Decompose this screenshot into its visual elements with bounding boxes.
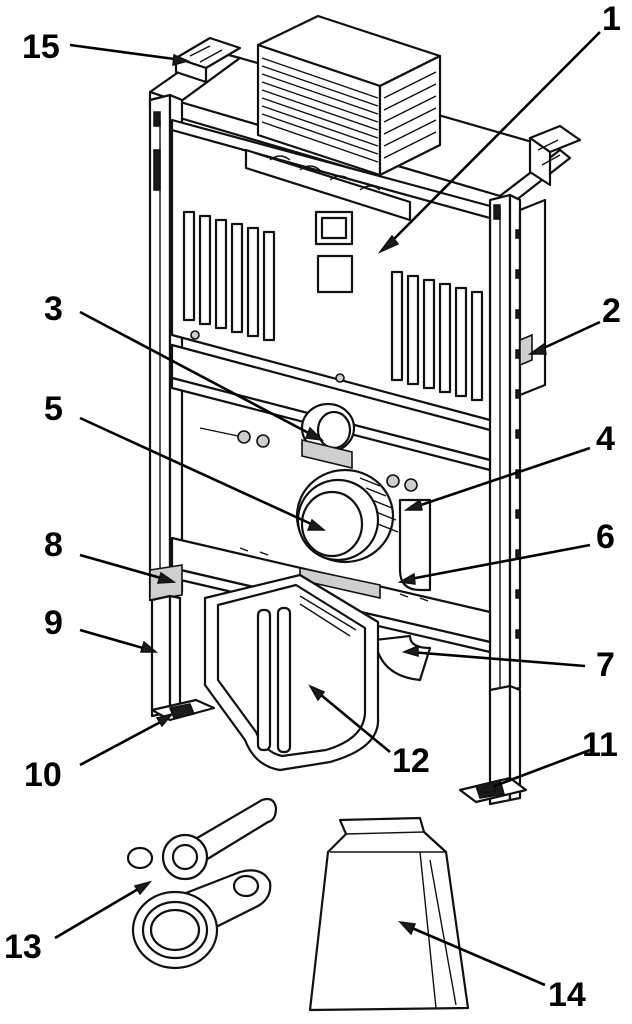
callout-15: 15 [22, 28, 60, 66]
leader-14 [404, 923, 546, 987]
vent-slots-left [182, 210, 276, 342]
callout-5: 5 [44, 390, 63, 428]
leader-11 [483, 748, 591, 792]
leader-15 [69, 43, 183, 62]
leader-5 [79, 416, 321, 530]
callout-1: 1 [602, 0, 621, 38]
packaging-bag [308, 816, 470, 1012]
flush-pipe [398, 498, 432, 592]
drain-bend [373, 634, 432, 682]
leader-12 [314, 688, 391, 754]
callout-14: 14 [548, 976, 586, 1014]
leader-4 [411, 446, 591, 510]
vent-slots-right [390, 270, 484, 402]
leader-3 [79, 310, 319, 440]
leader-2 [534, 320, 601, 354]
accessory-pipes [126, 797, 278, 970]
callout-11: 11 [582, 726, 618, 764]
callout-3: 3 [44, 290, 63, 328]
frame-right-upright [488, 193, 522, 697]
top-bracket-right [528, 124, 582, 187]
callout-4: 4 [596, 420, 615, 458]
cistern-windows [314, 210, 354, 294]
callout-labels: 1 2 3 4 5 6 7 8 9 10 11 12 13 14 15 [4, 0, 621, 1014]
callout-8: 8 [44, 526, 63, 564]
callout-12: 12 [392, 742, 430, 780]
leader-13 [54, 883, 146, 940]
callout-9: 9 [44, 604, 63, 642]
top-bracket-left [174, 36, 242, 84]
callout-10: 10 [24, 756, 62, 794]
leg-extension-left [150, 594, 182, 718]
leader-lines [54, 31, 601, 987]
callout-6: 6 [596, 518, 615, 556]
leg-extension-right [488, 684, 522, 806]
fin-stripes [261, 57, 437, 163]
water-inlet-connector [300, 402, 356, 470]
callout-7: 7 [596, 646, 615, 684]
leader-10 [79, 716, 169, 767]
leader-7 [409, 650, 586, 668]
flush-actuator-box [244, 14, 442, 222]
leader-8 [79, 553, 169, 582]
callout-2: 2 [602, 292, 621, 330]
side-bracket [518, 198, 547, 397]
leader-6 [404, 543, 591, 582]
leader-1 [384, 31, 601, 249]
waste-pipe-connector [295, 468, 399, 564]
callout-13: 13 [4, 928, 42, 966]
leader-9 [79, 628, 151, 652]
cistern-panel [170, 118, 492, 422]
bowl-spacer [203, 573, 380, 772]
